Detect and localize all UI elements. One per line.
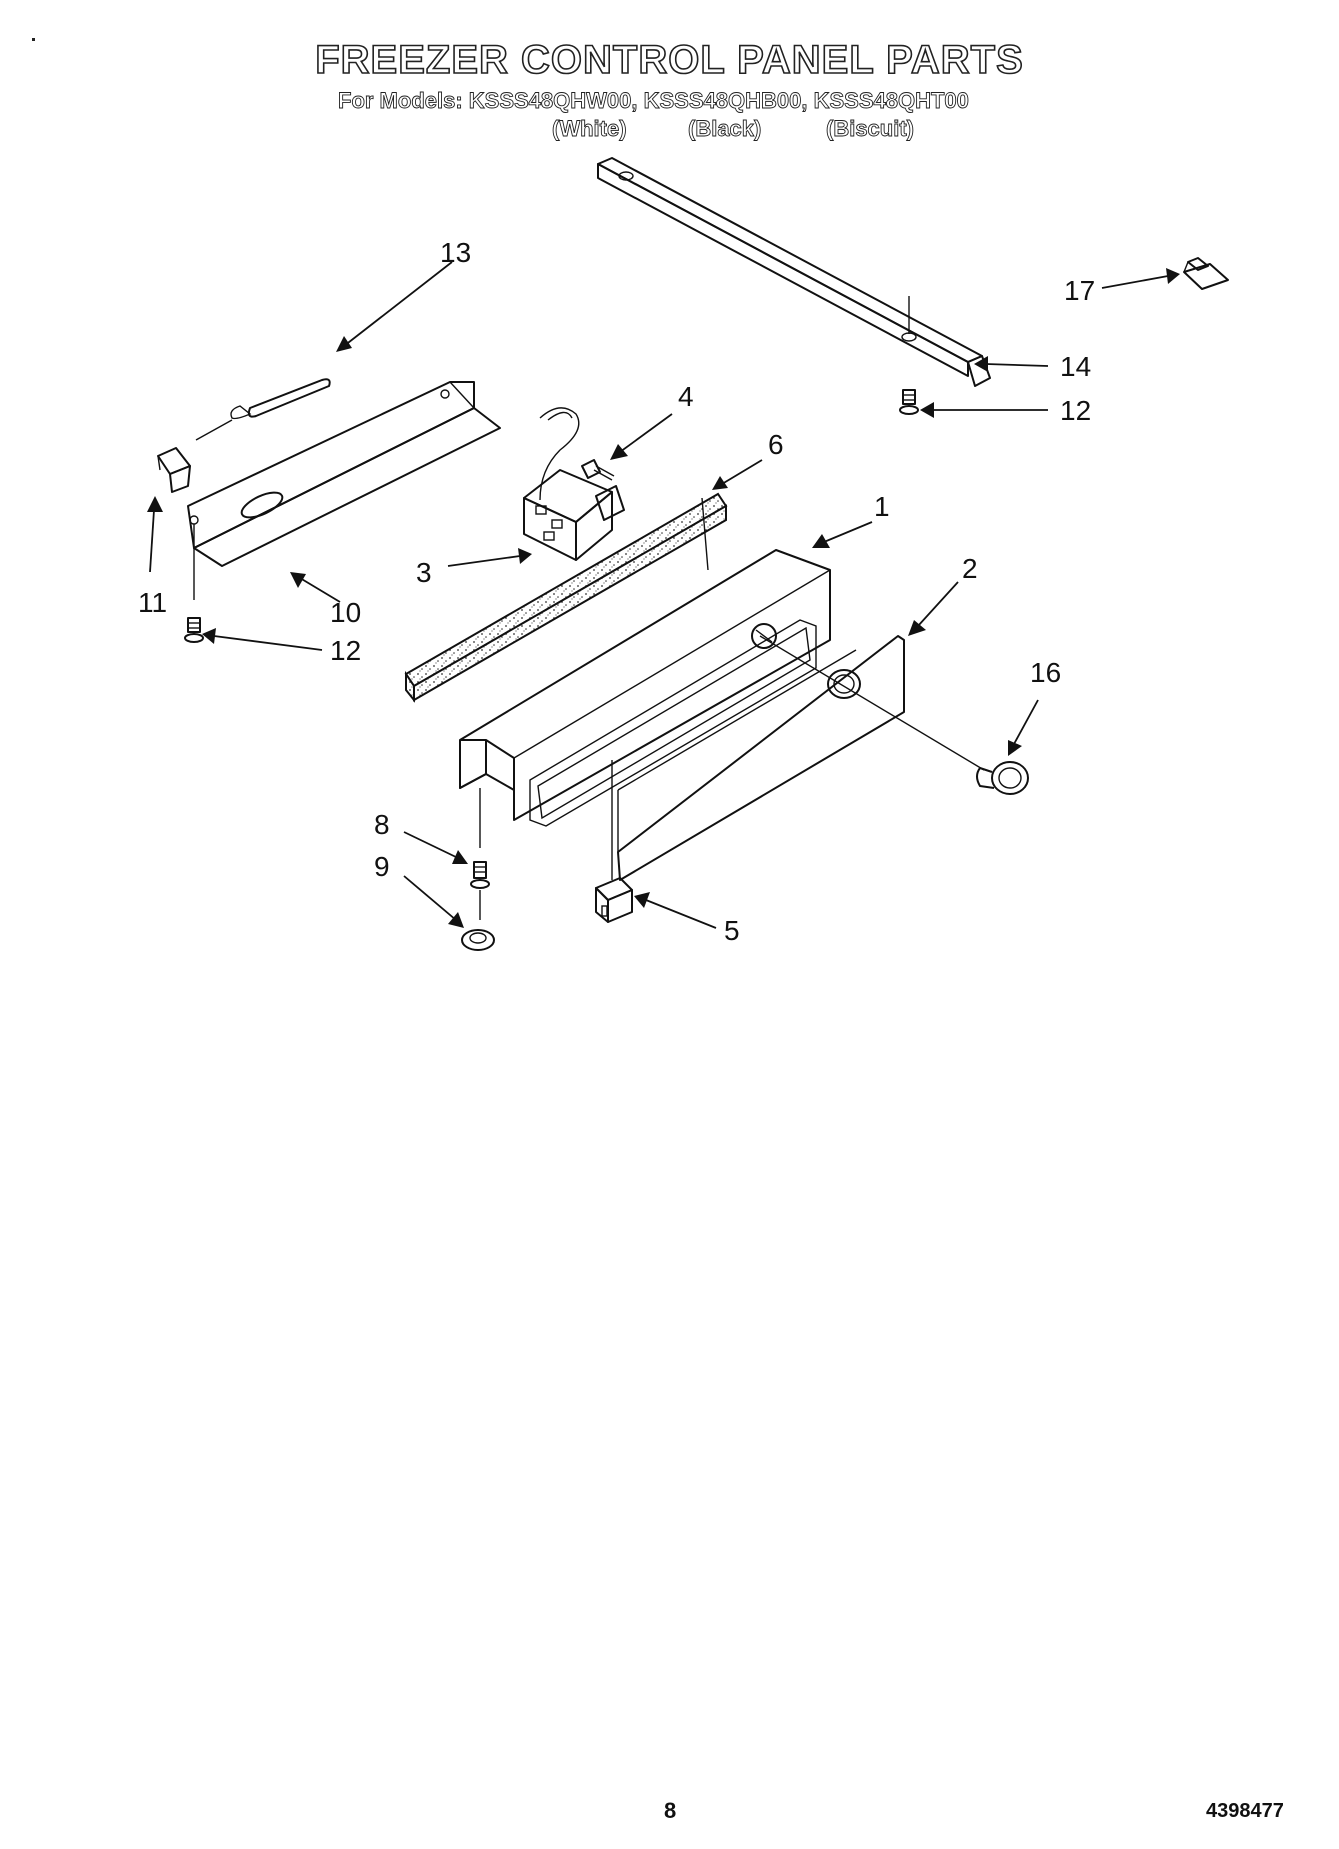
callout-17: 17	[1064, 275, 1095, 306]
nut-part-9	[461, 929, 495, 951]
callout-6: 6	[768, 429, 784, 460]
callout-16: 16	[1030, 657, 1061, 688]
socket-part-5	[595, 877, 633, 923]
callout-14: 14	[1060, 351, 1091, 382]
screw-part-12-left	[184, 617, 204, 643]
color-label-biscuit: (Biscuit)	[826, 116, 915, 142]
models-line: For Models: KSSS48QHW00, KSSS48QHB00, KS…	[338, 88, 970, 114]
callout-5: 5	[724, 915, 740, 946]
bracket-part-14	[597, 157, 991, 387]
foam-strip-part-6	[404, 492, 728, 703]
document-number: 4398477	[1206, 1800, 1284, 1822]
screw-part-12-right	[899, 389, 919, 415]
callout-11: 11	[138, 587, 167, 618]
callout-12-right: 12	[1060, 395, 1091, 426]
callout-2: 2	[962, 553, 978, 584]
page-title: FREEZER CONTROL PANEL PARTS	[314, 37, 1024, 83]
callout-4: 4	[678, 381, 694, 412]
color-label-black: (Black)	[688, 116, 762, 142]
callout-12-left: 12	[330, 635, 361, 666]
control-part-3	[523, 407, 625, 561]
control-housing-part-1	[459, 549, 831, 848]
clip-part-17	[1183, 257, 1229, 290]
callout-9: 9	[374, 851, 390, 882]
clip-part-11	[157, 447, 191, 493]
callout-10: 10	[330, 597, 361, 628]
color-label-white: (White)	[552, 116, 627, 142]
callout-3: 3	[416, 557, 432, 588]
panel-trim-part-2	[611, 635, 905, 881]
screw-part-8	[470, 861, 490, 920]
bracket-part-10	[187, 381, 501, 600]
leader-arrows	[147, 261, 1180, 929]
callout-1: 1	[874, 491, 890, 522]
screw-part-4	[581, 459, 615, 481]
page-number: 8	[664, 1798, 677, 1823]
callout-8: 8	[374, 809, 390, 840]
capillary-part-13	[195, 378, 331, 441]
stray-dot	[32, 38, 35, 41]
knob-part-16	[759, 635, 1029, 795]
callout-13: 13	[440, 237, 471, 268]
